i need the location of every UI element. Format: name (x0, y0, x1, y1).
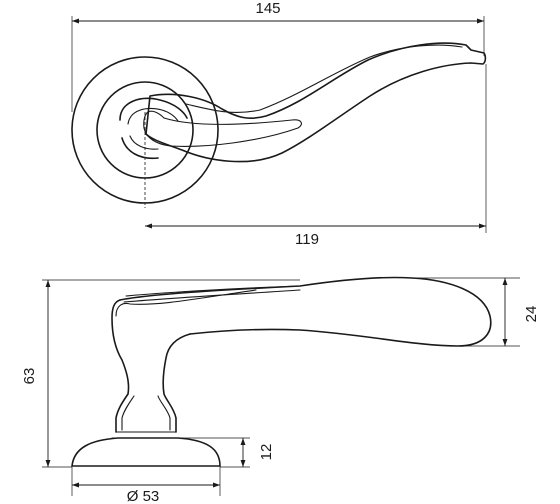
dim-53-label: Ø 53 (127, 488, 160, 504)
lever-side-inner-curve (115, 289, 257, 317)
lever-neck-ring (119, 97, 188, 160)
dim-119-label: 119 (295, 231, 319, 248)
dim-24-label: 24 (523, 306, 540, 323)
lever-top-outline (145, 42, 487, 163)
lever-top-ridge (185, 44, 463, 113)
side-view: 24 63 12 Ø 53 (21, 276, 540, 504)
rosette-side-outline (71, 437, 221, 467)
lever-side-outline (119, 276, 492, 347)
lever-neck-inner-ring (127, 107, 179, 150)
top-view: 145 119 (71, 0, 487, 248)
lever-inner-groove (143, 110, 302, 147)
lever-neck-side-inner (121, 395, 171, 431)
dim-12-label: 12 (258, 444, 275, 461)
dim-63-label: 63 (21, 368, 38, 385)
lever-side-top-rim (123, 285, 301, 303)
dim-145-label: 145 (255, 0, 280, 17)
lever-neck-side-outline (111, 299, 191, 433)
